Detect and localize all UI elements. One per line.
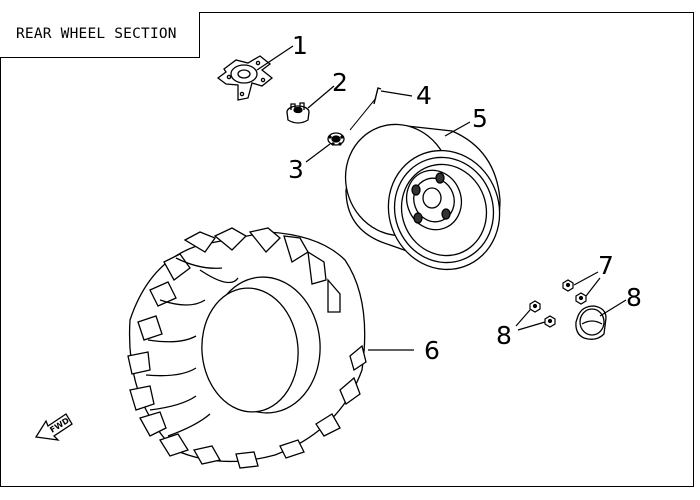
callout-5: 5 <box>472 104 488 133</box>
leader-line-1 <box>256 45 294 71</box>
leader-line-8a <box>515 309 531 327</box>
castle-nut-icon <box>286 102 310 124</box>
callout-3: 3 <box>288 155 304 184</box>
leader-line-2 <box>307 85 335 109</box>
callout-2: 2 <box>332 68 348 97</box>
leader-line-5 <box>444 121 471 137</box>
leader-line-3 <box>305 143 331 163</box>
leader-line-8c <box>599 299 627 317</box>
diagram-frame <box>0 12 694 487</box>
diagram-title: REAR WHEEL SECTION <box>16 26 177 42</box>
wheel-hub-icon <box>216 55 274 101</box>
tire-icon <box>127 227 367 469</box>
title-box <box>0 12 200 58</box>
callout-8-lug-nuts: 8 <box>496 321 512 350</box>
leader-line-7a <box>573 271 599 286</box>
callout-6: 6 <box>424 336 440 365</box>
forward-arrow-icon: FWD <box>34 413 73 441</box>
callout-1: 1 <box>292 31 308 60</box>
cap-nut-icon <box>575 305 607 340</box>
rim-icon <box>344 123 501 271</box>
leader-line-7b <box>585 277 601 297</box>
lug-nut-pair-icon <box>529 300 556 328</box>
leader-line-8b <box>517 321 546 331</box>
leader-line-4b <box>349 97 377 131</box>
leader-line-4 <box>380 90 413 97</box>
cotter-pin-icon <box>373 87 382 105</box>
callout-4: 4 <box>416 81 432 110</box>
washer-icon <box>327 132 345 146</box>
callout-8-cap-nut: 8 <box>626 283 642 312</box>
lug-nut-icon <box>562 279 587 305</box>
callout-7: 7 <box>598 251 614 280</box>
